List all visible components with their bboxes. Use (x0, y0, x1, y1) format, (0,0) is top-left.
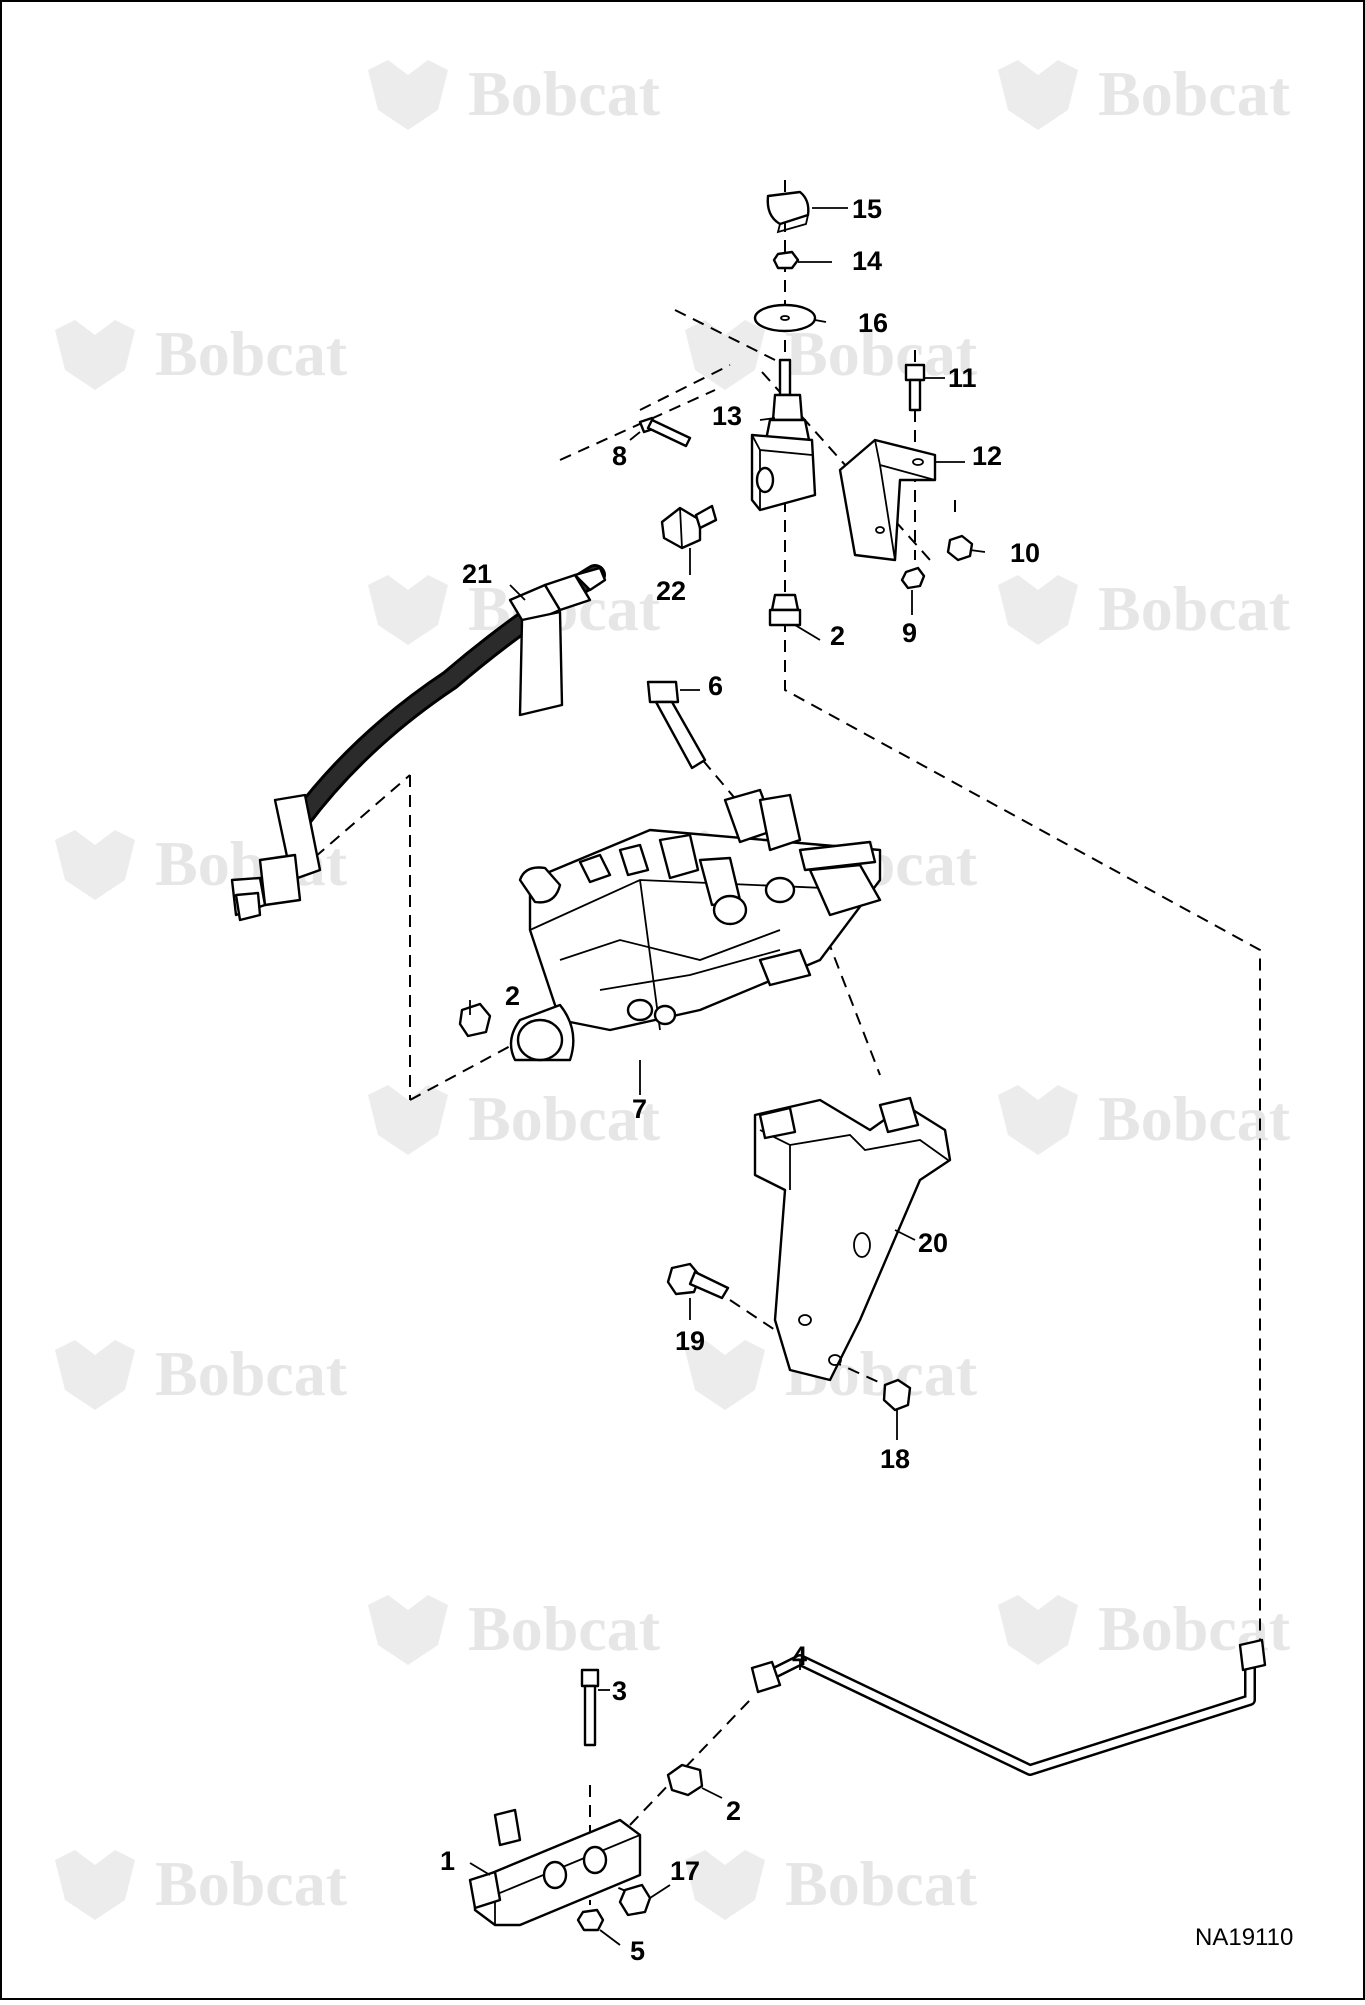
watermark: Bobcat (998, 573, 1291, 645)
watermark: Bobcat (685, 1848, 978, 1920)
part-15-cap (766, 190, 810, 234)
callout-label-3: 3 (612, 1676, 627, 1706)
bobcat-logo-icon (55, 1850, 135, 1920)
part-20-bracket (753, 1096, 952, 1382)
drawing-number: NA19110 (1195, 1924, 1293, 1951)
part-8-bolt (638, 416, 692, 448)
bobcat-logo-icon (55, 320, 135, 390)
bobcat-logo-icon (998, 1595, 1078, 1665)
watermark-text: Bobcat (155, 318, 348, 389)
part-14-nut (772, 250, 800, 270)
part-18-nut (882, 1378, 912, 1412)
bobcat-logo-icon (998, 1085, 1078, 1155)
callout-label-22: 22 (656, 576, 686, 606)
bobcat-logo-icon (368, 1085, 448, 1155)
watermark-text: Bobcat (468, 1083, 661, 1154)
callout-label-5: 5 (630, 1936, 645, 1966)
part-16-washer (753, 303, 817, 333)
watermark-text: Bobcat (155, 1848, 348, 1919)
watermark-text: Bobcat (155, 1338, 348, 1409)
callout-label-12: 12 (972, 441, 1002, 471)
bobcat-logo-icon (685, 1850, 765, 1920)
watermark: Bobcat (368, 58, 661, 130)
watermark-text: Bobcat (468, 58, 661, 129)
callout-label-14: 14 (852, 246, 882, 276)
watermark-text: Bobcat (785, 1848, 978, 1919)
watermark: Bobcat (998, 1083, 1291, 1155)
callout-label-19: 19 (675, 1326, 705, 1356)
callout-label-10: 10 (1010, 538, 1040, 568)
bobcat-logo-icon (685, 320, 765, 390)
callout-leaders (469, 207, 986, 1946)
watermark: Bobcat (55, 1848, 348, 1920)
part-2-fitting-left (458, 1002, 492, 1038)
callout-label-1: 1 (440, 1846, 455, 1876)
watermark-text: Bobcat (1098, 1083, 1291, 1154)
callout-label-2: 2 (505, 981, 520, 1011)
part-17-plug (618, 1883, 652, 1917)
watermark: Bobcat (368, 1083, 661, 1155)
part-6-bolt (646, 680, 707, 770)
callout-label-13: 13 (712, 401, 742, 431)
part-22-fitting (660, 504, 718, 550)
callout-label-21: 21 (462, 559, 492, 589)
watermark-text: Bobcat (468, 1593, 661, 1664)
callout-label-2: 2 (830, 621, 845, 651)
bobcat-logo-icon (998, 60, 1078, 130)
callout-label-17: 17 (670, 1856, 700, 1886)
part-2-fitting-lower (666, 1763, 704, 1797)
callout-label-18: 18 (880, 1444, 910, 1474)
callout-label-4: 4 (792, 1641, 807, 1671)
callout-label-15: 15 (852, 194, 882, 224)
watermark-text: Bobcat (785, 318, 978, 389)
part-1-valve-block (468, 1808, 642, 1927)
bobcat-logo-icon (998, 575, 1078, 645)
callout-label-9: 9 (902, 618, 917, 648)
watermark: Bobcat (368, 1593, 661, 1665)
callout-label-6: 6 (708, 671, 723, 701)
part-4-tube (750, 1638, 1267, 1776)
callout-label-16: 16 (858, 308, 888, 338)
part-19-bolt (666, 1262, 730, 1300)
part-21-hose (230, 564, 607, 922)
callout-label-7: 7 (632, 1094, 647, 1124)
part-2-fitting-upper (768, 593, 802, 627)
part-3-bolt (580, 1668, 600, 1747)
watermark: Bobcat (998, 58, 1291, 130)
bobcat-logo-icon (685, 1340, 765, 1410)
bobcat-logo-icon (368, 60, 448, 130)
callout-label-8: 8 (612, 441, 627, 471)
watermark: Bobcat (55, 318, 348, 390)
callout-label-20: 20 (918, 1228, 948, 1258)
bobcat-logo-icon (55, 830, 135, 900)
part-13-valve (750, 358, 817, 512)
part-7-control-valve (509, 788, 882, 1062)
part-9-nut (900, 566, 926, 590)
part-5-nut (576, 1908, 605, 1932)
watermark-text: Bobcat (1098, 573, 1291, 644)
watermark: Bobcat (55, 1338, 348, 1410)
watermark: Bobcat (685, 318, 978, 390)
watermark-text: Bobcat (1098, 58, 1291, 129)
bobcat-logo-icon (368, 1595, 448, 1665)
part-11-bolt (904, 363, 926, 412)
callout-label-2: 2 (726, 1796, 741, 1826)
part-10-nut (946, 534, 974, 562)
bobcat-logo-icon (55, 1340, 135, 1410)
callout-label-11: 11 (948, 363, 977, 393)
part-12-bracket (838, 438, 937, 562)
bobcat-logo-icon (368, 575, 448, 645)
